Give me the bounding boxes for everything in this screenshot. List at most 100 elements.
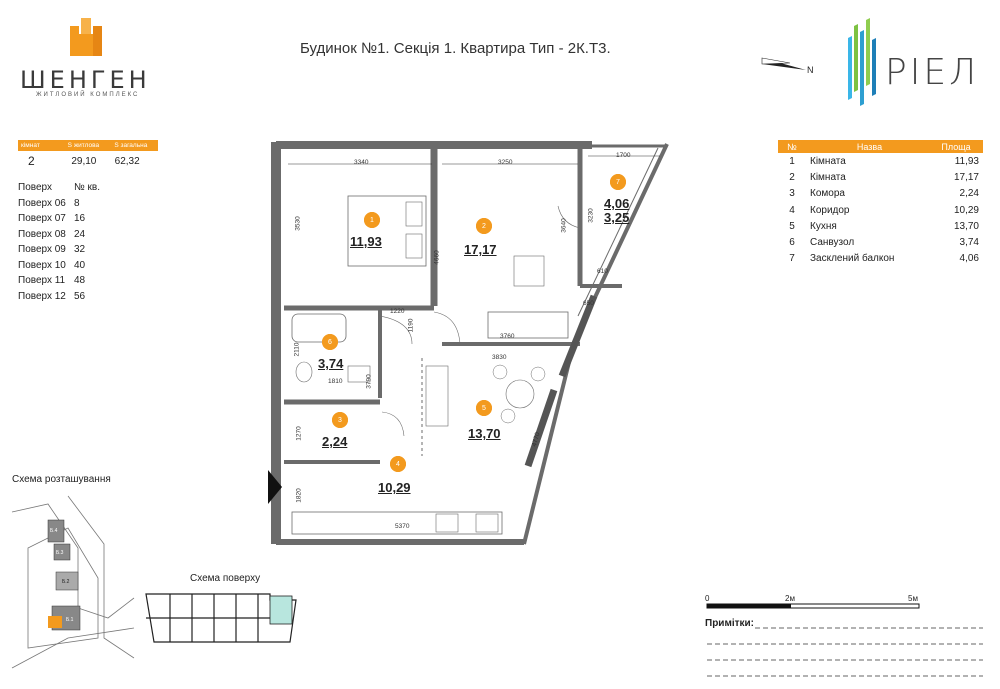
block-b3 <box>53 543 71 561</box>
pillow <box>405 233 423 259</box>
page-title: Будинок №1. Секція 1. Квартира Тип - 2К.… <box>300 40 611 57</box>
highlighted-apartment <box>269 595 293 625</box>
block-label: Б.1 <box>66 617 74 623</box>
room-area: 17,17 <box>953 171 979 183</box>
table <box>513 255 545 287</box>
location-scheme-label: Схема розташування <box>12 474 111 485</box>
toilet <box>295 361 313 383</box>
summary-rooms: 2 <box>28 154 35 168</box>
dimension-text: 4660 <box>433 250 441 265</box>
dimension-text: 610 <box>597 268 608 275</box>
room-area-label-2: 3,25 <box>604 210 630 225</box>
summary-header: кімнат S житлова S загальна <box>18 140 158 151</box>
dimension-line <box>288 155 660 165</box>
floor-plan <box>271 141 669 545</box>
dimension-text: 3640 <box>560 218 568 233</box>
summary-values: 2 29,10 62,32 <box>18 154 158 168</box>
room-badge-num: 5 <box>476 400 492 416</box>
dimension-text: 3830 <box>492 354 507 361</box>
room-num: 4 <box>789 204 795 216</box>
highlighted-section <box>48 616 62 628</box>
floor-header: Поверх <box>18 182 52 193</box>
compass-arrow-icon <box>761 57 806 70</box>
room-area: 4,06 <box>959 253 979 265</box>
dimension-text: 3760 <box>500 333 515 340</box>
logo-subtitle: ЖИТЛОВИЙ КОМПЛЕКС <box>36 92 140 98</box>
block-label: Б.4 <box>50 528 58 534</box>
dimension-text: 1820 <box>295 488 303 503</box>
room-area: 2,24 <box>959 188 979 200</box>
room-name: Кухня <box>810 220 837 232</box>
room-name: Санвузол <box>810 237 855 249</box>
floor-name: Поверх 11 <box>18 275 66 286</box>
summary-total: 62,32 <box>114 156 140 167</box>
room-area: 11,93 <box>954 155 979 167</box>
room-name: Кімната <box>810 155 846 167</box>
door-arc <box>433 311 461 345</box>
bathtub <box>291 313 347 343</box>
apartment-number: 56 <box>74 290 86 302</box>
door-arc <box>381 411 405 437</box>
room-badge-num: 4 <box>390 456 406 472</box>
dimension-text: 1810 <box>328 378 343 385</box>
chair <box>500 408 516 424</box>
location-scheme-map: Б.4 Б.3 Б.2 Б.1 <box>11 495 135 669</box>
room-name: Коридор <box>810 204 850 216</box>
room-area-label: 2,24 <box>322 434 348 449</box>
compass-letter: N <box>807 65 814 75</box>
dimension-text: 3790 <box>365 374 373 389</box>
room-num: 3 <box>789 188 795 200</box>
chair <box>492 364 508 380</box>
apartment-header: № кв. <box>74 182 100 193</box>
list-item: Поверх 08 24 <box>18 227 100 243</box>
stove <box>475 513 499 533</box>
notes-lines <box>707 627 983 677</box>
dimension-text: 1700 <box>616 152 631 159</box>
rooms-header-num: № <box>787 141 797 152</box>
dimension-text: 1190 <box>407 318 415 333</box>
room-badge-num: 6 <box>322 334 338 350</box>
bed <box>347 195 427 267</box>
room-num: 7 <box>789 253 795 265</box>
room-name: Комора <box>810 188 845 200</box>
dimension-text: 3230 <box>587 208 595 223</box>
apartment-number: 40 <box>74 259 86 271</box>
floor-name: Поверх 06 <box>18 197 66 209</box>
room-badge-num: 7 <box>610 174 626 190</box>
floor-scheme-label: Схема поверху <box>190 573 261 584</box>
room-area-label: 17,17 <box>464 242 497 257</box>
floor-name: Поверх 09 <box>18 244 66 255</box>
room-num: 2 <box>789 171 795 183</box>
shengen-logo-icon <box>70 18 102 56</box>
apartment-number: 24 <box>74 228 86 240</box>
floor-name: Поверх 08 <box>18 228 66 240</box>
sofa <box>487 311 569 339</box>
floor-list-header: Поверх № кв. <box>18 180 100 196</box>
rooms-header-area: Площа <box>941 141 971 152</box>
dimension-text: 2110 <box>293 342 301 357</box>
sink <box>347 365 371 383</box>
room-badge-num: 2 <box>476 218 492 234</box>
scale-mark: 2м <box>785 594 795 603</box>
room-area-label: 10,29 <box>378 480 411 495</box>
dimension-text: 1270 <box>295 426 303 441</box>
scale-bar <box>706 603 920 609</box>
block-label: Б.2 <box>62 579 70 585</box>
dimension-text: 5370 <box>395 523 410 530</box>
room-name: Засклений балкон <box>810 253 895 265</box>
room-name: Кімната <box>810 171 846 183</box>
room-area-label: 11,93 <box>350 234 382 249</box>
logo-name: ШЕНГЕН <box>20 66 151 94</box>
floor-name: Поверх 10 <box>18 259 66 271</box>
door-arc <box>557 205 581 229</box>
dimension-text: 3250 <box>498 159 513 166</box>
